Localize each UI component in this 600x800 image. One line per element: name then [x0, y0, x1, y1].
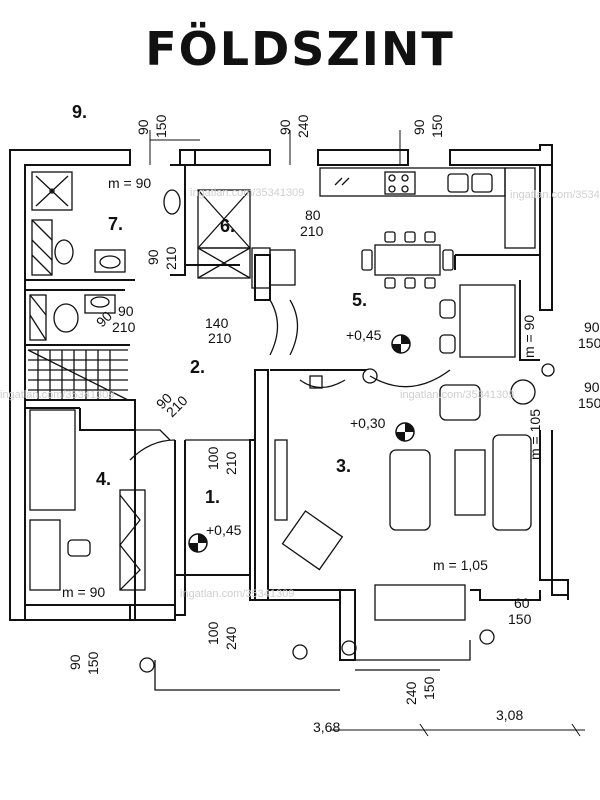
level-entrance: +0,45 [206, 522, 242, 538]
dim-left-bottom-h: 150 [85, 651, 101, 675]
sill-living-bottom: m = 1,05 [433, 557, 488, 573]
watermark: ingatlan.com/35341309 [190, 187, 304, 199]
dim-living-bottom-h: 150 [421, 676, 437, 700]
room-label-1: 1. [205, 487, 220, 507]
dim-right-lower-h: 150 [578, 395, 600, 411]
dim-top-mid-h: 240 [295, 114, 311, 138]
room-label-7: 7. [108, 214, 123, 234]
watermark: ingatlan.com/35341309 [400, 389, 514, 401]
room-label-4: 4. [96, 469, 111, 489]
dim-bottom-right-h: 150 [508, 611, 532, 627]
shower-tray [31, 171, 73, 211]
sill-room5: m = 90 [521, 315, 537, 358]
dim-bottom-right-w: 60 [514, 595, 530, 611]
watermark: ingatlan.com/35341309 [510, 189, 600, 201]
dim-right-lower-w: 90 [584, 379, 600, 395]
dim-living-bottom-w: 240 [403, 681, 419, 705]
dimension-lines [149, 130, 585, 737]
dim-top-left-w: 90 [135, 119, 151, 135]
level-kitchen: +0,45 [346, 327, 382, 343]
dim-top-mid-w: 90 [277, 119, 293, 135]
room-label-3: 3. [336, 456, 351, 476]
dim-door-living-w: 140 [205, 315, 229, 331]
watermark: ingatlan.com/35341309 [180, 588, 294, 600]
level-living: +0,30 [350, 415, 386, 431]
dim-bottom-left: 3,68 [313, 719, 340, 735]
dim-entry-bottom-w: 100 [205, 621, 221, 645]
level-markers [188, 334, 415, 553]
dim-left-bottom-w: 90 [67, 654, 83, 670]
toilet [163, 189, 181, 215]
dim-right-upper-w: 90 [584, 319, 600, 335]
sill-room4: m = 90 [62, 584, 105, 600]
room-label-2: 2. [190, 357, 205, 377]
room-label-6: 6. [220, 216, 235, 236]
sill-room7: m = 90 [108, 175, 151, 191]
plan-title: FÖLDSZINT [145, 22, 455, 76]
dim-bottom-right: 3,08 [496, 707, 523, 723]
fixtures [27, 167, 555, 691]
sill-living-side: m = 105 [527, 409, 543, 460]
dim-door1-w: 100 [205, 446, 221, 470]
dim-right-upper-h: 150 [578, 335, 600, 351]
room-label-5: 5. [352, 290, 367, 310]
dim-door1-h: 210 [223, 451, 239, 475]
watermark: ingatlan.com/35341309 [0, 389, 114, 401]
dim-door6-w: 80 [305, 207, 321, 223]
dim-door-wc-w2: 90 [118, 303, 134, 319]
dim-door6-h: 210 [300, 223, 324, 239]
dim-door7-h: 210 [163, 246, 179, 270]
dim-door7-w: 90 [145, 249, 161, 265]
dim-door-living-h: 210 [208, 330, 232, 346]
dim-door-wc-h: 210 [112, 319, 136, 335]
dim-top-right-h: 150 [429, 114, 445, 138]
room-label-9: 9. [72, 102, 87, 122]
dim-top-left-h: 150 [153, 114, 169, 138]
dim-entry-bottom-h: 240 [223, 626, 239, 650]
walls [9, 144, 569, 661]
dim-top-right-w: 90 [411, 119, 427, 135]
